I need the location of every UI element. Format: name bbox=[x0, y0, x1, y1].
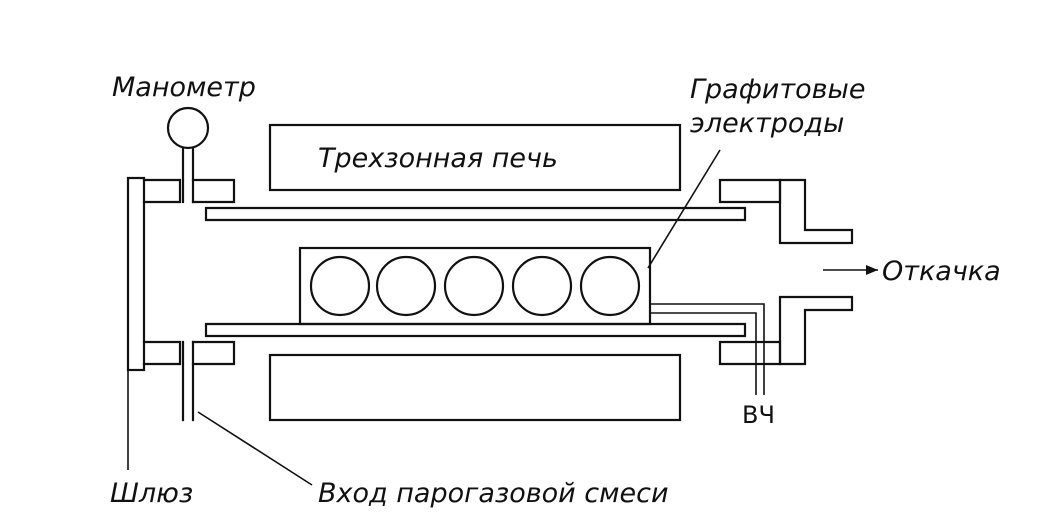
graphite-leader-line bbox=[647, 149, 721, 269]
manometer-label: Манометр bbox=[112, 72, 256, 103]
tube-wall-bottom bbox=[204, 322, 747, 338]
electrode-1 bbox=[309, 255, 371, 317]
left-flange-bottom bbox=[142, 340, 182, 366]
lock-plate bbox=[126, 176, 146, 372]
graphite-label-line2: электроды bbox=[690, 108, 844, 139]
furnace-label: Трехзонная печь bbox=[318, 143, 558, 174]
hf-lead-outer bbox=[650, 303, 765, 395]
hf-lead-inner bbox=[650, 312, 757, 395]
electrode-4 bbox=[511, 255, 573, 317]
inlet-leader-line bbox=[197, 411, 313, 486]
left-flange-top bbox=[142, 178, 182, 204]
inner-flange-top bbox=[191, 178, 236, 204]
right-flange-top bbox=[718, 178, 782, 204]
graphite-label-line1: Графитовые bbox=[690, 74, 865, 105]
inlet-label: Вход парогазовой смеси bbox=[318, 478, 669, 509]
outlet-bottom bbox=[778, 295, 854, 366]
tube-wall-top bbox=[204, 206, 747, 222]
electrode-3 bbox=[443, 255, 505, 317]
pumping-arrow-head bbox=[866, 265, 878, 275]
right-flange-bottom bbox=[718, 340, 782, 366]
hf-label: ВЧ bbox=[742, 401, 775, 429]
lock-label: Шлюз bbox=[110, 478, 193, 509]
electrode-2 bbox=[375, 255, 437, 317]
electrode-holder bbox=[298, 246, 652, 326]
inner-flange-bottom bbox=[191, 340, 236, 366]
electrodes bbox=[309, 255, 641, 317]
outlet-top bbox=[778, 178, 854, 245]
electrode-5 bbox=[579, 255, 641, 317]
pumping-label: Откачка bbox=[882, 256, 1001, 287]
furnace-top-block bbox=[268, 123, 682, 192]
furnace-bottom-block bbox=[268, 353, 682, 422]
manometer-gauge bbox=[166, 106, 210, 150]
